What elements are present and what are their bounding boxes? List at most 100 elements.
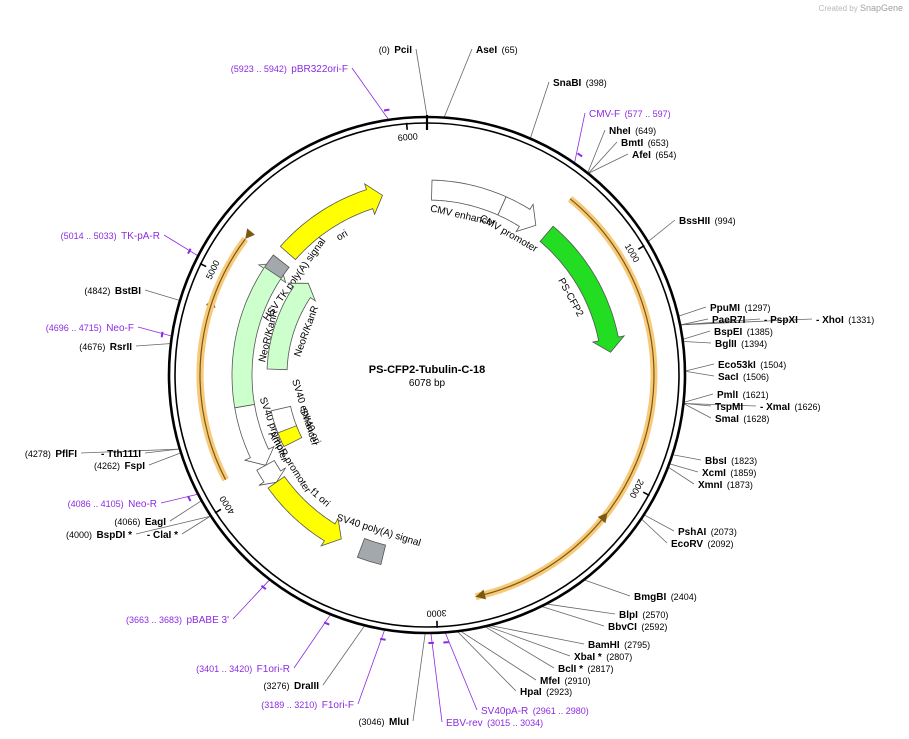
enzyme-eco53ki[interactable]: Eco53kI (1504)	[718, 355, 786, 372]
enzyme-position: (1331)	[848, 315, 874, 325]
enzyme-position: (2807)	[606, 652, 632, 662]
enzyme-bmti[interactable]: BmtI (653)	[621, 133, 669, 150]
enzyme-snabi[interactable]: SnaBI (398)	[553, 73, 607, 90]
enzyme-position: (1626)	[794, 402, 820, 412]
enzyme-pmli[interactable]: PmlI (1621)	[717, 385, 769, 402]
enzyme-bbsi[interactable]: BbsI (1823)	[705, 451, 757, 468]
enzyme-name: XcmI	[702, 468, 726, 479]
enzyme-leader-line	[461, 631, 537, 681]
enzyme-leader-line	[457, 631, 517, 692]
primer-ebv-rev[interactable]: EBV-rev (3015 .. 3034)	[446, 713, 543, 730]
primer-neo-r[interactable]: (4086 .. 4105) Neo-R	[68, 494, 157, 511]
primer-tk-pa-r[interactable]: (5014 .. 5033) TK-pA-R	[61, 226, 160, 243]
enzyme-mlui[interactable]: (3046) MluI	[359, 712, 410, 729]
primer-leader-line	[293, 614, 331, 669]
enzyme-bamhi[interactable]: BamHI (2795)	[588, 635, 650, 652]
primer-f1ori-r[interactable]: (3401 .. 3420) F1ori-R	[196, 659, 290, 676]
enzyme-name: BbsI	[705, 456, 727, 467]
enzyme-smai[interactable]: SmaI (1628)	[715, 409, 769, 426]
primer-binding-mark	[187, 248, 192, 255]
enzyme-position: (1504)	[760, 360, 786, 370]
enzyme-leader-line	[587, 129, 606, 173]
enzyme-leader-line	[679, 306, 707, 317]
enzyme-bbvci[interactable]: BbvCI (2592)	[608, 617, 667, 634]
enzyme-name: NheI	[609, 126, 631, 137]
enzyme-bsshii[interactable]: BssHII (994)	[679, 211, 736, 228]
enzyme-tth111i[interactable]: - Tth111I	[101, 449, 141, 460]
enzyme-leader-line	[181, 516, 211, 535]
enzyme-pshai[interactable]: PshAI (2073)	[678, 522, 737, 539]
primer-cmv-f[interactable]: CMV-F (577 .. 597)	[589, 104, 671, 121]
enzyme-position: (654)	[655, 150, 676, 160]
enzyme-leader-line	[485, 626, 555, 669]
enzyme-position: (2910)	[564, 676, 590, 686]
feature-ori	[279, 182, 383, 261]
enzyme-xhoi[interactable]: - XhoI (1331)	[816, 310, 874, 327]
enzyme-position: (649)	[635, 126, 656, 136]
enzyme-pspxi[interactable]: - PspXI	[764, 315, 798, 326]
enzyme-blpi[interactable]: BlpI (2570)	[619, 605, 668, 622]
enzyme-eagi[interactable]: (4066) EagI	[114, 512, 166, 529]
primer-name: Neo-F	[106, 323, 134, 334]
enzyme-pcii[interactable]: (0) PciI	[379, 40, 412, 57]
primer-pbr322ori-f[interactable]: (5923 .. 5942) pBR322ori-F	[231, 59, 348, 76]
enzyme-bspei[interactable]: BspEI (1385)	[714, 322, 773, 339]
enzyme-asei[interactable]: AseI (65)	[476, 40, 518, 57]
orf-arcs	[196, 196, 658, 601]
enzyme-bspdi[interactable]: (4000) BspDI *	[66, 525, 132, 542]
enzyme-tspmi[interactable]: TspMI	[715, 402, 743, 413]
enzyme-position: (1621)	[743, 390, 769, 400]
ruler-tick	[214, 508, 222, 514]
plasmid-name: PS-CFP2-Tubulin-C-18	[369, 364, 486, 376]
enzyme-pflfi[interactable]: (4278) PflFI	[25, 444, 77, 461]
primer-position: (4086 .. 4105)	[68, 499, 124, 509]
enzyme-leader-line	[488, 626, 571, 657]
enzyme-xbai[interactable]: XbaI * (2807)	[574, 647, 632, 664]
enzyme-bcli[interactable]: BclI * (2817)	[558, 659, 613, 676]
enzyme-nhei[interactable]: NheI (649)	[609, 121, 656, 138]
enzyme-name: PmlI	[717, 390, 738, 401]
enzyme-name: - PspXI	[764, 315, 798, 326]
enzyme-ecorv[interactable]: EcoRV (2092)	[671, 534, 734, 551]
enzyme-afei[interactable]: AfeI (654)	[632, 145, 676, 162]
enzyme-name: SacI	[718, 372, 739, 383]
enzyme-bstbi[interactable]: (4842) BstBI	[84, 281, 141, 298]
enzyme-leader-line	[641, 519, 668, 544]
enzyme-rsrii[interactable]: (4676) RsrII	[79, 337, 132, 354]
enzyme-name: RsrII	[110, 342, 132, 353]
enzyme-position: (2073)	[711, 527, 737, 537]
enzyme-leader-line	[684, 393, 714, 403]
enzyme-mfei[interactable]: MfeI (2910)	[540, 671, 590, 688]
enzyme-position: (2092)	[708, 539, 734, 549]
feature-hsv-tk-poly-a-signal	[263, 254, 290, 279]
enzyme-ppumi[interactable]: PpuMI (1297)	[710, 298, 770, 315]
enzyme-hpai[interactable]: HpaI (2923)	[520, 682, 572, 699]
primer-binding-mark	[160, 331, 164, 338]
enzyme-xcmi[interactable]: XcmI (1859)	[702, 463, 756, 480]
enzyme-bglii[interactable]: BglII (1394)	[715, 334, 767, 351]
primer-f1ori-f[interactable]: (3189 .. 3210) F1ori-F	[261, 695, 354, 712]
enzyme-draiii[interactable]: (3276) DraIII	[264, 676, 320, 693]
primer-position: (5014 .. 5033)	[61, 231, 117, 241]
enzyme-leader-line	[685, 363, 715, 372]
enzyme-name: AfeI	[632, 150, 651, 161]
enzyme-position: (1297)	[744, 303, 770, 313]
enzyme-leader-line	[547, 603, 616, 615]
enzyme-bmgbi[interactable]: BmgBI (2404)	[634, 587, 697, 604]
enzyme-position: (2817)	[587, 664, 613, 674]
enzyme-saci[interactable]: SacI (1506)	[718, 367, 769, 384]
primer-neo-f[interactable]: (4696 .. 4715) Neo-F	[46, 318, 134, 335]
enzyme-xmai[interactable]: - XmaI (1626)	[760, 397, 820, 414]
enzyme-fspi[interactable]: (4262) FspI	[94, 456, 145, 473]
primer-sv40pa-r[interactable]: SV40pA-R (2961 .. 2980)	[481, 701, 589, 718]
leader-lines	[80, 48, 813, 723]
primer-binding-mark	[187, 495, 192, 502]
enzyme-paer7i[interactable]: PaeR7I	[712, 315, 746, 326]
enzyme-name: BlpI	[619, 610, 638, 621]
enzyme-clai[interactable]: - ClaI *	[147, 530, 178, 541]
enzyme-xmni[interactable]: XmnI (1873)	[698, 475, 753, 492]
feature-sv40-poly-a-signal	[356, 537, 387, 565]
primer-pbabe-3[interactable]: (3663 .. 3683) pBABE 3'	[126, 610, 229, 627]
enzyme-leader-line	[684, 403, 757, 407]
